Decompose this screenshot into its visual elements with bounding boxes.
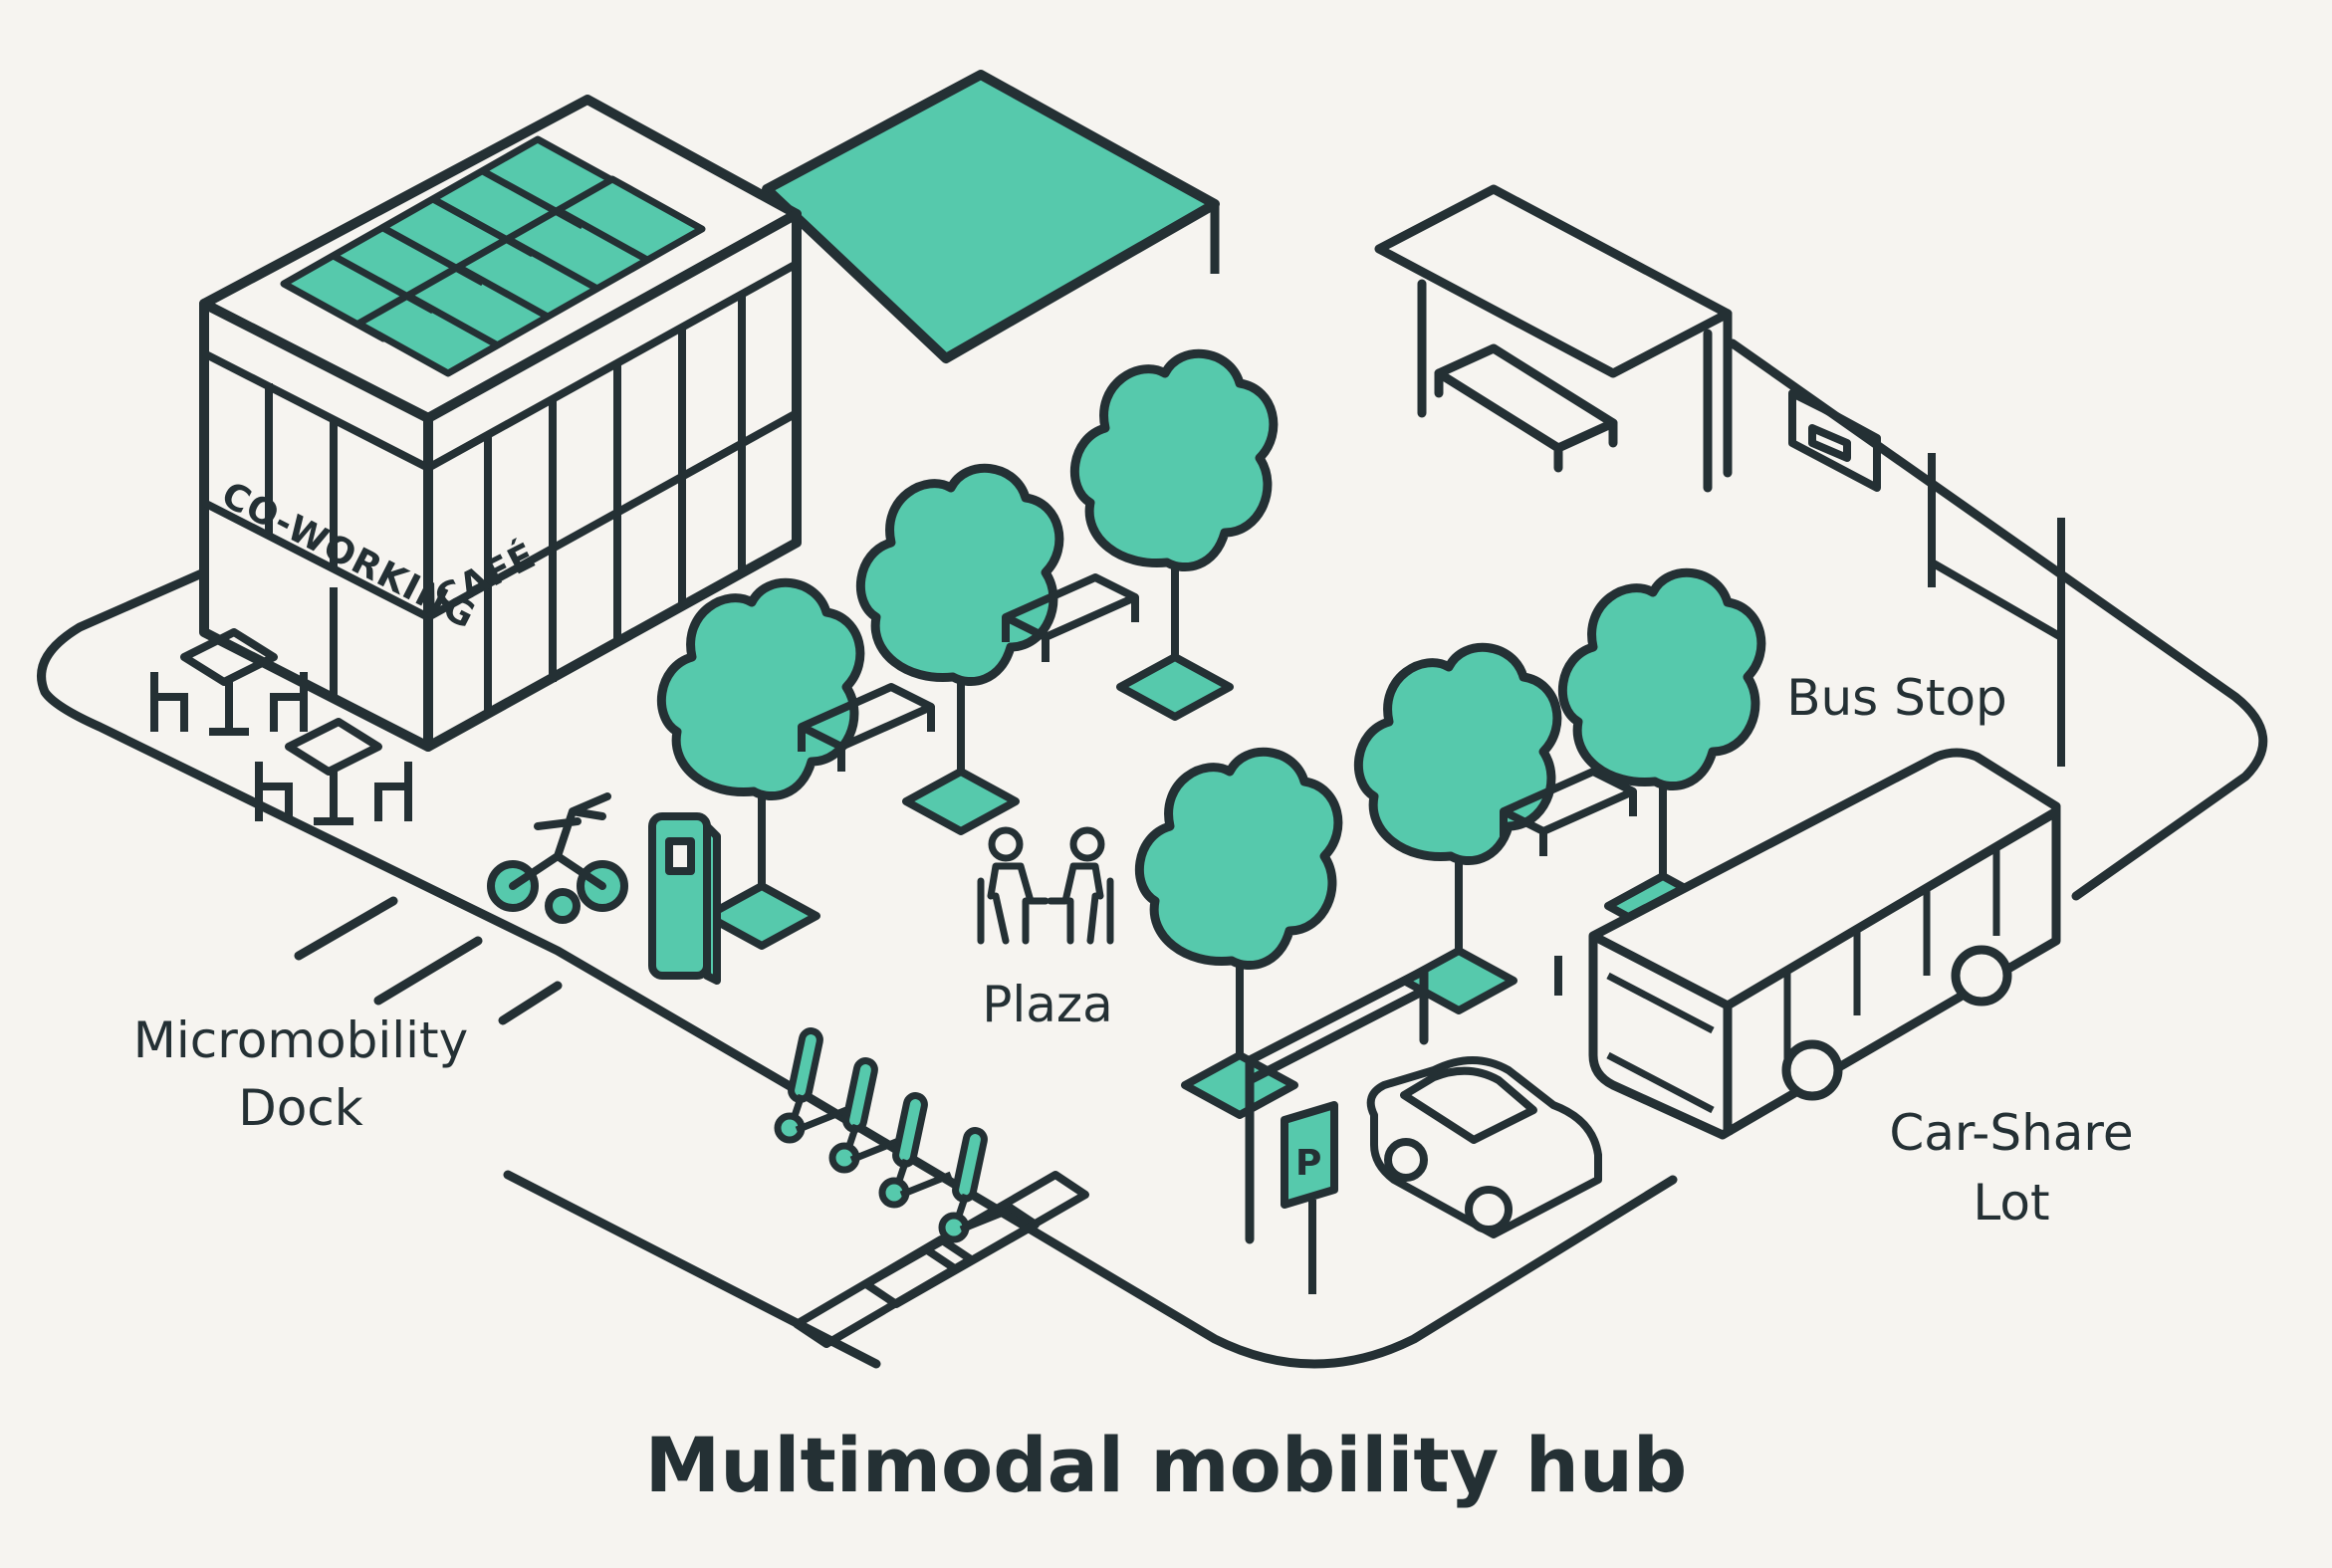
micromobility-label-line-2: Dock xyxy=(238,1079,363,1137)
coworking-cafe-building xyxy=(199,95,802,752)
people-icon xyxy=(977,826,1114,945)
bus-shelter-icon xyxy=(1374,184,1733,493)
tree-icon xyxy=(1358,647,1557,1010)
diagram-title: Multimodal mobility hub xyxy=(645,1421,1688,1509)
plaza-canopy xyxy=(762,70,1220,363)
plaza-label: Plaza xyxy=(982,976,1113,1033)
micromobility-label-line-1: Micromobility xyxy=(133,1011,468,1069)
car-share-label-line-2: Lot xyxy=(1973,1174,2049,1232)
cafe-table-icon xyxy=(259,722,408,821)
tree-icon xyxy=(1139,752,1338,1115)
bicycle-icon xyxy=(487,792,628,924)
bus-stop-sign-icon xyxy=(1788,389,2065,767)
tree-icon xyxy=(1074,353,1274,717)
car-share-label-line-1: Car-Share xyxy=(1889,1104,2133,1162)
parking-sign-icon xyxy=(1281,1101,1338,1294)
tree-icon xyxy=(860,468,1059,831)
crosswalk-icon xyxy=(793,1171,1089,1348)
road-outline xyxy=(37,338,2268,1369)
car-icon xyxy=(1366,1056,1602,1238)
parking-sign-letter: P xyxy=(1295,1143,1322,1184)
solar-panel-icon xyxy=(280,135,706,377)
bus-stop-label: Bus Stop xyxy=(1786,669,2007,727)
charging-station-icon xyxy=(648,812,721,985)
carshare-frame xyxy=(1245,966,1429,1244)
bus-icon xyxy=(1554,748,2061,1140)
